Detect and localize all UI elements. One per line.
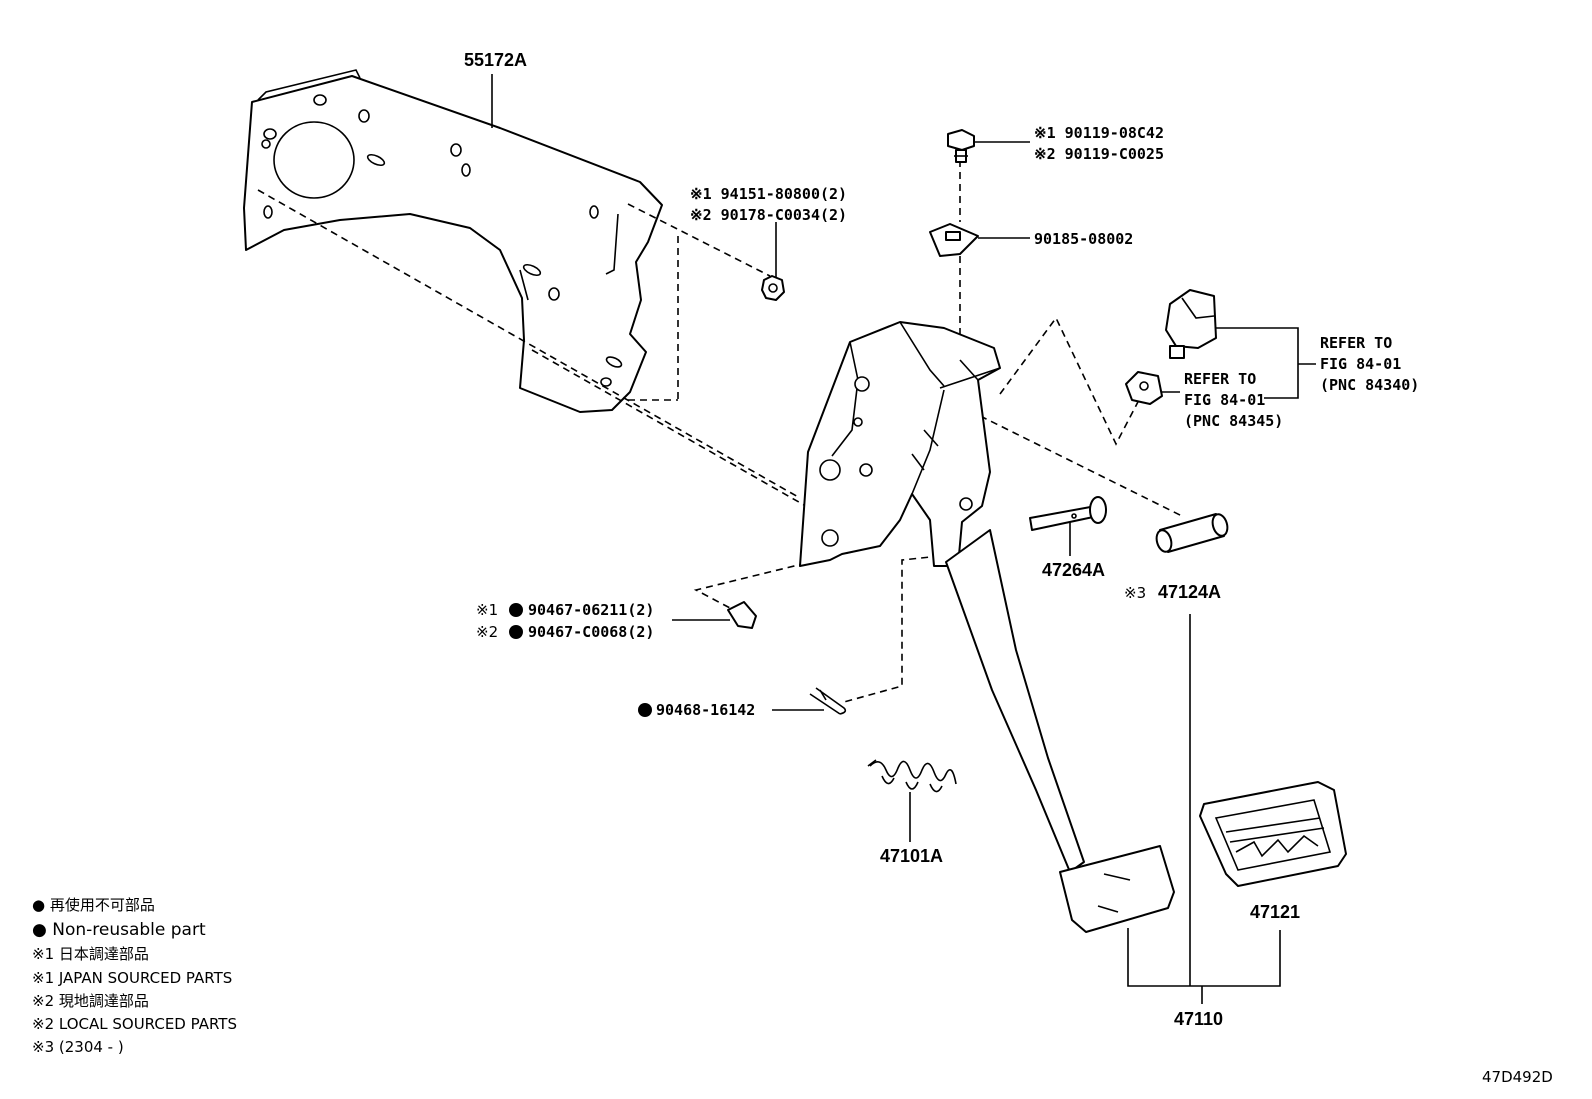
cotter-pin-part[interactable] <box>809 687 847 715</box>
label-refer-switch-3[interactable]: (PNC 84340) <box>1320 376 1419 394</box>
label-bolt-2[interactable]: ※2 90119-C0025 <box>1034 145 1164 163</box>
label-pedal-pad[interactable]: 47121 <box>1250 902 1300 922</box>
spring-part[interactable] <box>867 759 957 793</box>
label-clip-1-mark: ※1 <box>476 601 498 619</box>
label-clip-1[interactable]: 90467-06211(2) <box>528 601 654 619</box>
bolt-part[interactable] <box>947 129 975 163</box>
label-refer-switch-1[interactable]: REFER TO <box>1320 334 1392 352</box>
diagram-id: 47D492D <box>1482 1068 1553 1086</box>
legend-line: ● 再使用不可部品 <box>32 896 155 914</box>
legend: ● 再使用不可部品 ● Non-reusable part ※1 日本調達部品 … <box>32 896 237 1056</box>
legend-line: ※1 JAPAN SOURCED PARTS <box>32 969 232 987</box>
clip-nut-part[interactable] <box>929 223 979 257</box>
bushing-part[interactable] <box>1154 512 1230 553</box>
grommet-part[interactable] <box>1125 371 1163 405</box>
label-clip-nut[interactable]: 90185-08002 <box>1034 230 1133 248</box>
pedal-bracket-part[interactable] <box>243 69 663 413</box>
nut-part[interactable] <box>761 275 785 301</box>
label-pin[interactable]: 47264A <box>1042 560 1105 580</box>
pedal-arm-part[interactable] <box>945 529 1175 933</box>
legend-line: ● Non-reusable part <box>32 920 206 940</box>
label-cotter-pin[interactable]: 90468-16142 <box>656 701 755 719</box>
legend-line: ※1 日本調達部品 <box>32 945 149 963</box>
stop-lamp-switch-part[interactable] <box>1165 289 1217 359</box>
legend-line: ※2 LOCAL SOURCED PARTS <box>32 1015 237 1033</box>
legend-line: ※3 (2304 - ) <box>32 1038 124 1056</box>
clip-part[interactable] <box>727 601 757 629</box>
label-refer-switch-2[interactable]: FIG 84-01 <box>1320 355 1401 373</box>
switch-leader <box>1216 327 1299 399</box>
label-nut-2[interactable]: ※2 90178-C0034(2) <box>690 206 847 224</box>
non-reusable-dot <box>509 625 523 639</box>
label-bushing-mark: ※3 <box>1124 584 1146 602</box>
non-reusable-dot <box>509 603 523 617</box>
label-spring[interactable]: 47101A <box>880 846 943 866</box>
assembly-bracket-lines <box>491 74 1281 1004</box>
pin-part[interactable] <box>1029 496 1107 531</box>
pedal-pad-part[interactable] <box>1199 781 1347 887</box>
label-nut-1[interactable]: ※1 94151-80800(2) <box>690 185 847 203</box>
label-clip-2[interactable]: 90467-C0068(2) <box>528 623 654 641</box>
label-refer-grommet-3[interactable]: (PNC 84345) <box>1184 412 1283 430</box>
legend-line: ※2 現地調達部品 <box>32 992 149 1010</box>
label-refer-grommet-2[interactable]: FIG 84-01 <box>1184 391 1265 409</box>
non-reusable-dot <box>638 703 652 717</box>
label-pedal-assy[interactable]: 47110 <box>1174 1009 1223 1029</box>
pedal-support-part[interactable] <box>799 321 1001 567</box>
label-bolt-1[interactable]: ※1 90119-08C42 <box>1034 124 1164 142</box>
label-refer-grommet-1[interactable]: REFER TO <box>1184 370 1256 388</box>
label-bushing[interactable]: 47124A <box>1158 582 1221 602</box>
label-bracket[interactable]: 55172A <box>464 50 527 70</box>
label-clip-2-mark: ※2 <box>476 623 498 641</box>
